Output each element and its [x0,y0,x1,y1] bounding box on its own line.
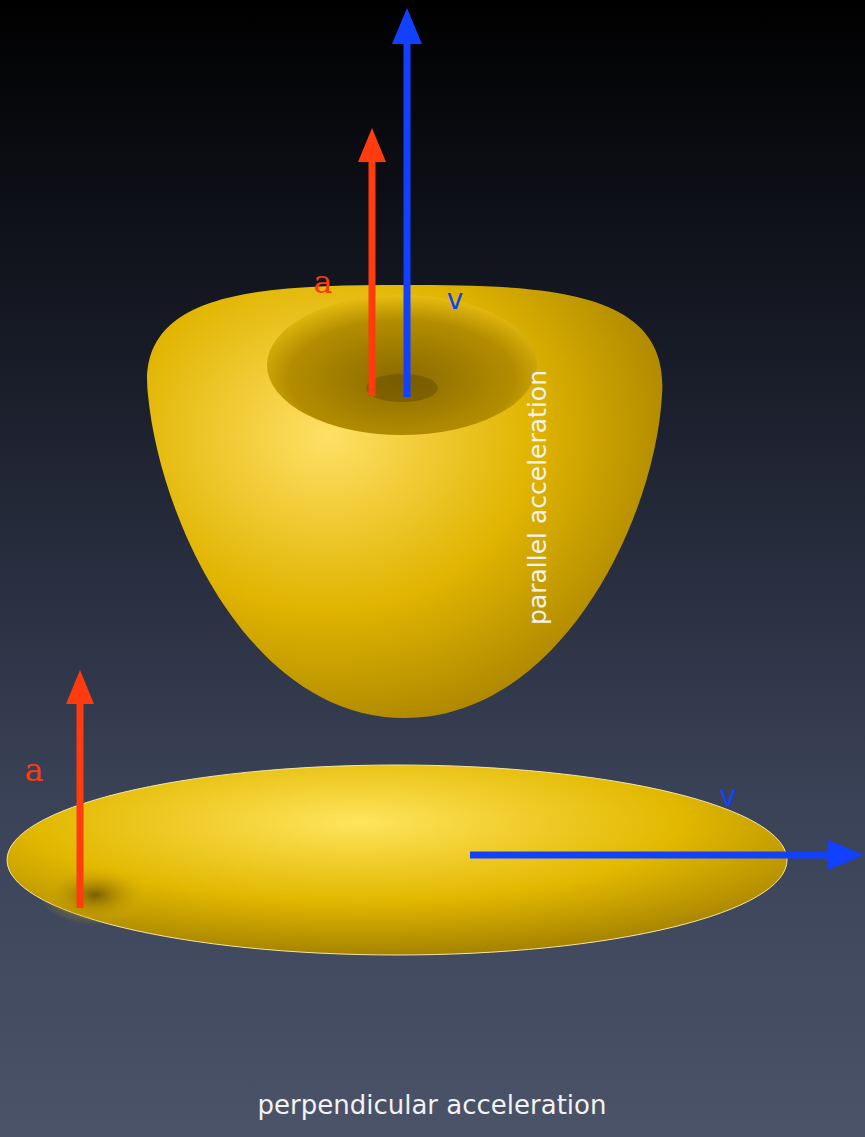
acceleration-arrow [369,160,376,396]
velocity-label: v [720,783,737,811]
acceleration-label: a [24,754,43,786]
cup-opening [267,295,537,435]
arrowhead [358,128,386,162]
lobe-dimple [40,865,150,925]
cup-center [366,374,438,402]
caption-label: parallel acceleration [525,370,550,625]
acceleration-label: a [313,266,332,298]
caption-label: perpendicular acceleration [258,1092,607,1118]
velocity-arrow [470,852,830,859]
arrowhead [828,840,864,870]
arrowhead [66,670,94,704]
velocity-arrow [404,42,411,397]
flat-lobe [7,765,787,955]
arrowhead [392,8,422,44]
acceleration-arrow [77,702,84,908]
velocity-label: v [447,286,464,314]
